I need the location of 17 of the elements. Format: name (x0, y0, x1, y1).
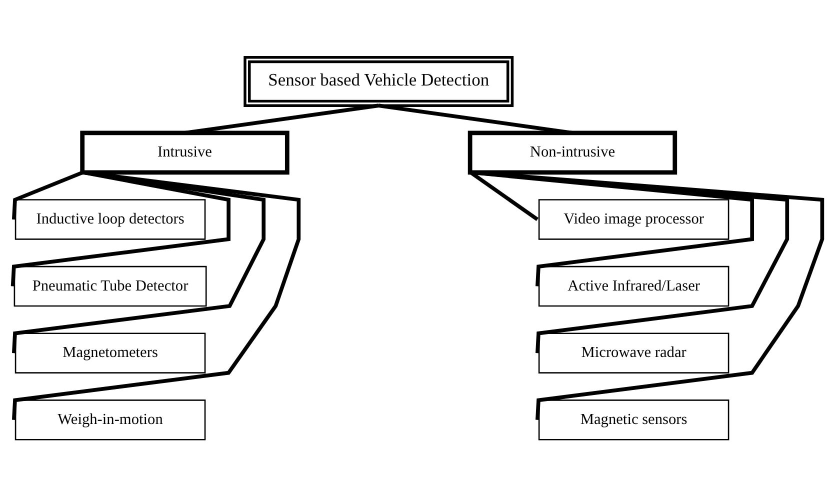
node-box: Sensor based Vehicle Detection (244, 56, 514, 107)
node-box: Non-intrusive (468, 130, 678, 175)
node-box: Video image processor (538, 199, 730, 240)
connector (378, 104, 573, 135)
node-box: Magnetic sensors (538, 400, 730, 440)
node-box: Pneumatic Tube Detector (14, 266, 207, 307)
connector (12, 170, 301, 420)
node-box: Microwave radar (538, 332, 730, 374)
connector (12, 170, 84, 220)
connector (10, 170, 230, 286)
node-box: Inductive loop detectors (14, 199, 206, 240)
node-box: Intrusive (80, 130, 290, 175)
connector (12, 170, 266, 354)
connector (184, 104, 379, 135)
node-box: Weigh-in-motion (14, 400, 206, 440)
node-box: Active Infrared/Laser (538, 266, 730, 307)
node-box: Magnetometers (14, 332, 206, 374)
